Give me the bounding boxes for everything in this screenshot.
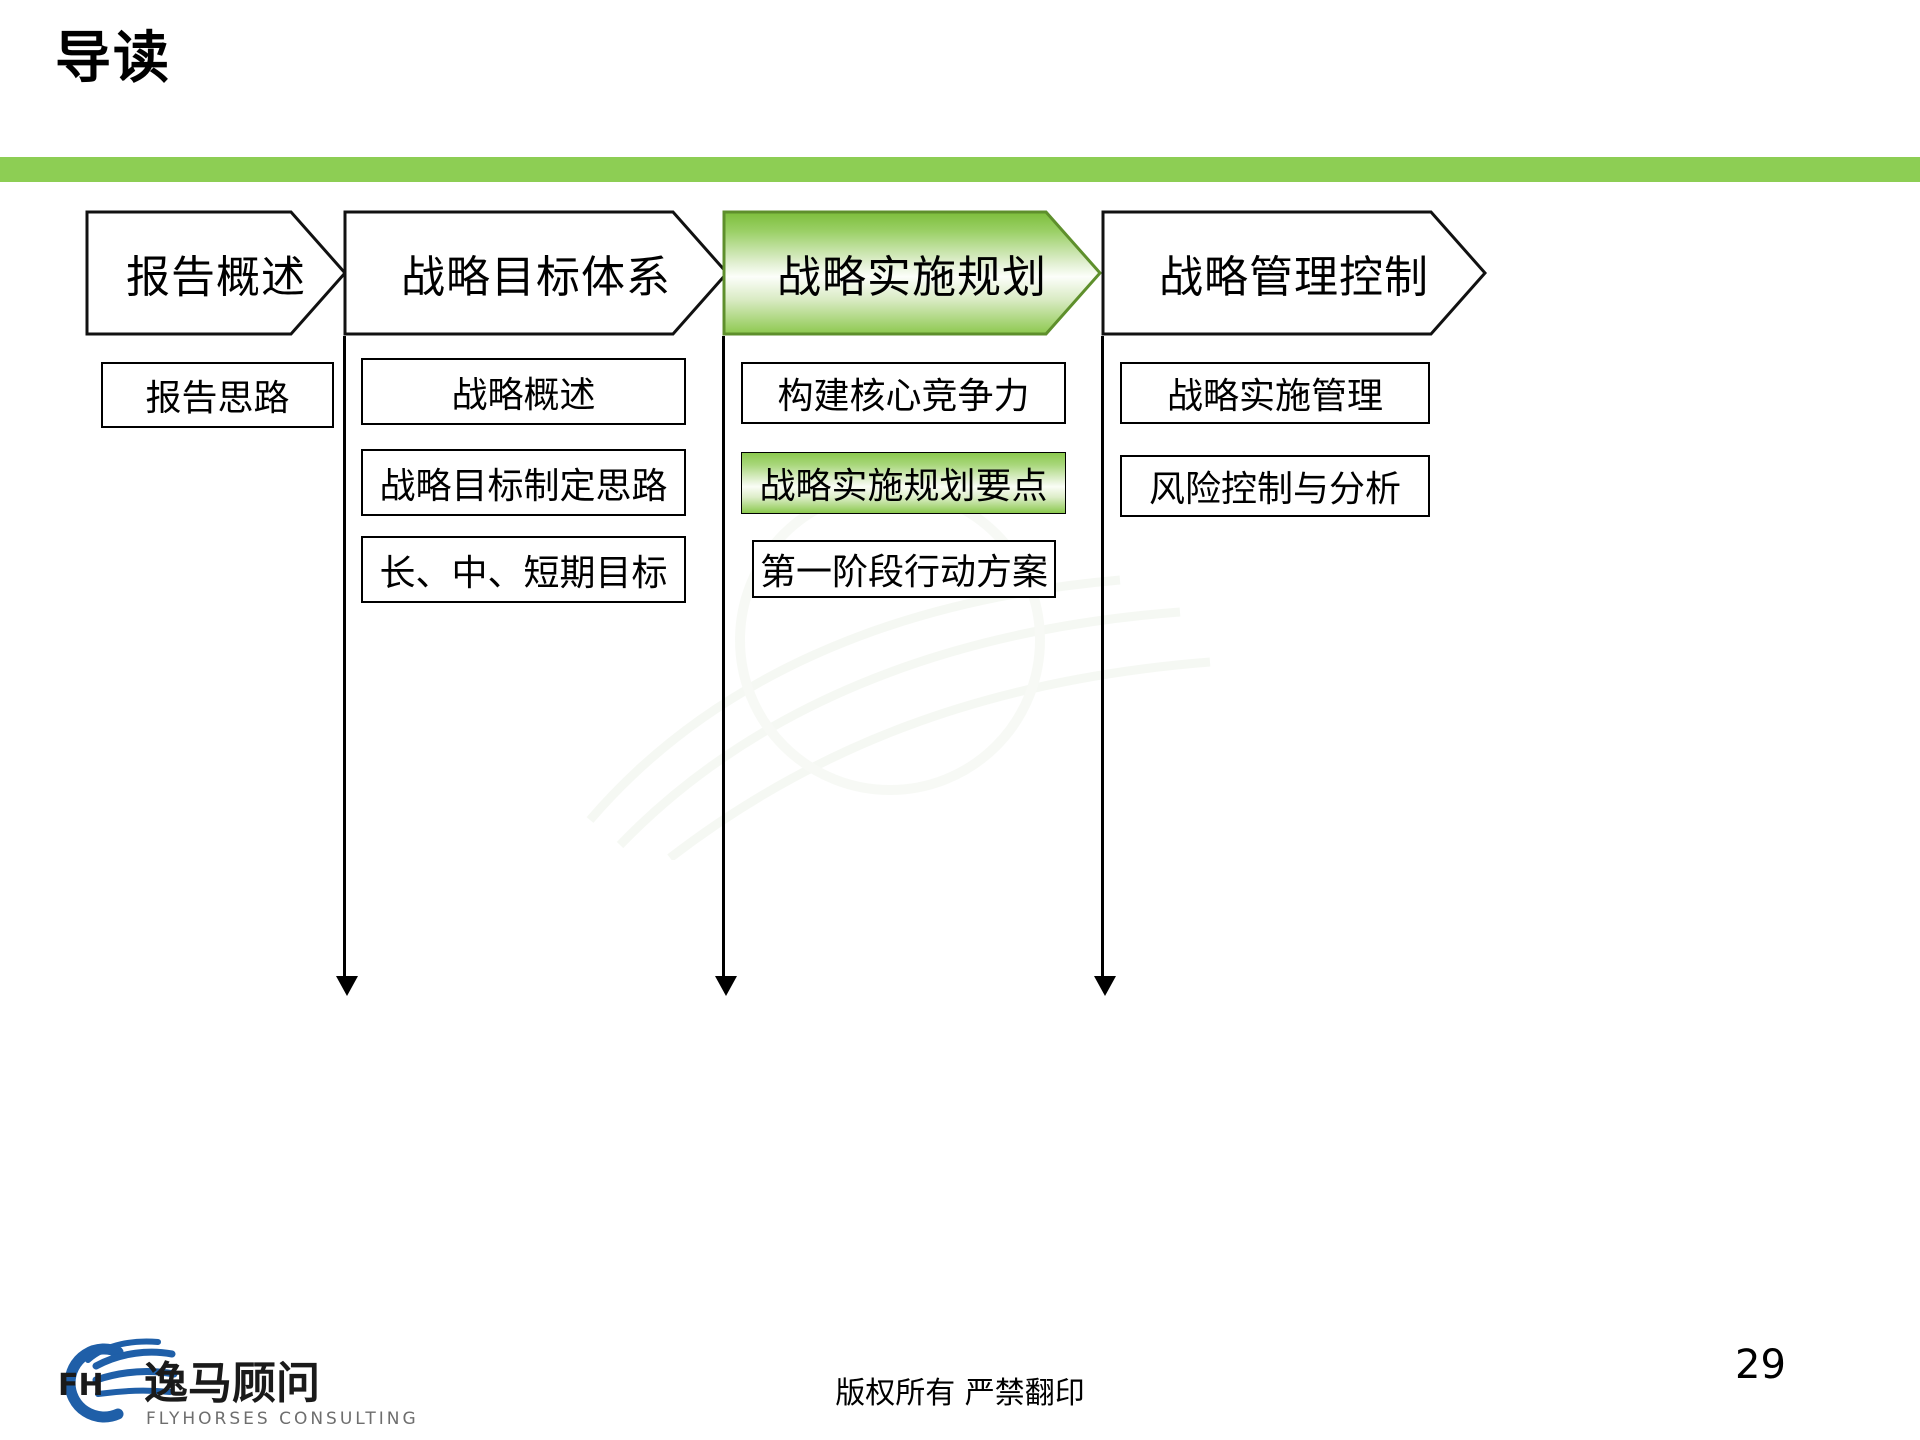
flow-item-strategy-overview[interactable]: 战略概述 (361, 358, 686, 425)
flow-item-label: 风险控制与分析 (1148, 469, 1401, 510)
flow-item-label: 报告思路 (145, 378, 290, 419)
flow-item-core-competence[interactable]: 构建核心竞争力 (741, 362, 1066, 424)
flow-item-label: 战略目标制定思路 (379, 465, 668, 507)
flow-item-label: 战略实施规划要点 (759, 466, 1048, 507)
flow-header-strategic-goal-system[interactable]: 战略目标体系 (343, 210, 729, 336)
flow-item-label: 战略概述 (451, 374, 596, 416)
page-number: 29 (1735, 1342, 1786, 1388)
flow-header-label: 战略目标体系 (401, 252, 671, 303)
flow-item-report-thinking[interactable]: 报告思路 (101, 362, 334, 428)
flow-item-implementation-key-points-highlighted[interactable]: 战略实施规划要点 (741, 452, 1066, 514)
flow-item-implementation-management[interactable]: 战略实施管理 (1120, 362, 1430, 424)
connector-arrow-col3 (715, 976, 737, 996)
company-logo: FH 逸马顾问 FLYHORSES CONSULTING (58, 1338, 419, 1429)
copyright-note: 版权所有 严禁翻印 (835, 1376, 1085, 1411)
page-title: 导读 (55, 26, 171, 91)
connector-line-col2 (343, 336, 346, 976)
connector-arrow-col2 (336, 976, 358, 996)
flow-item-label: 长、中、短期目标 (379, 552, 668, 594)
flow-header-label: 战略实施规划 (777, 252, 1047, 303)
accent-divider-bar (0, 157, 1920, 182)
flow-item-label: 战略实施管理 (1166, 376, 1383, 417)
logo-chinese-name: 逸马顾问 (144, 1358, 320, 1409)
connector-line-col3 (722, 336, 725, 976)
flow-item-label: 构建核心竞争力 (777, 376, 1030, 417)
logo-english-name: FLYHORSES CONSULTING (146, 1409, 419, 1429)
flow-header-report-overview[interactable]: 报告概述 (85, 210, 347, 336)
flow-item-term-goals[interactable]: 长、中、短期目标 (361, 536, 686, 603)
logo-mark-letters: FH (58, 1368, 104, 1403)
flow-item-risk-control-analysis[interactable]: 风险控制与分析 (1120, 455, 1430, 517)
flow-header-label: 战略管理控制 (1159, 252, 1429, 303)
connector-line-col4 (1101, 336, 1104, 976)
flow-header-strategy-management-control[interactable]: 战略管理控制 (1101, 210, 1487, 336)
connector-arrow-col4 (1094, 976, 1116, 996)
flow-header-label: 报告概述 (126, 252, 306, 303)
flow-item-goal-thinking[interactable]: 战略目标制定思路 (361, 449, 686, 516)
flow-header-strategy-implementation-plan[interactable]: 战略实施规划 (722, 210, 1102, 336)
flow-item-phase-one-action-plan[interactable]: 第一阶段行动方案 (752, 540, 1056, 598)
flow-item-label: 第一阶段行动方案 (759, 552, 1048, 593)
